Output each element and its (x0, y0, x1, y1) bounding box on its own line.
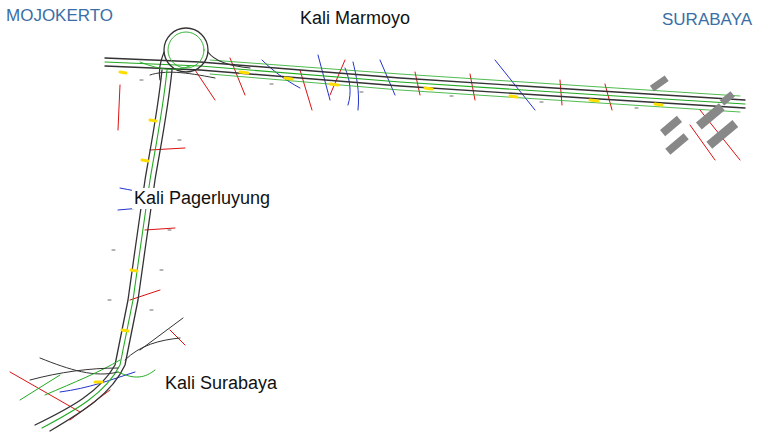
building-blocks (650, 75, 738, 154)
place-label: Kali Pagerluyung (132, 188, 272, 209)
south-interchange (20, 318, 183, 400)
interchange-loop (140, 28, 250, 80)
place-label: Kali Surabaya (163, 373, 279, 394)
station-markers (95, 72, 662, 382)
place-label: MOJOKERTO (4, 6, 115, 26)
tick-marks (108, 80, 638, 310)
toll-road-south (35, 70, 172, 431)
place-label: Kali Marmoyo (298, 8, 412, 29)
river-lines (60, 55, 535, 392)
place-label: SURABAYA (660, 10, 754, 30)
